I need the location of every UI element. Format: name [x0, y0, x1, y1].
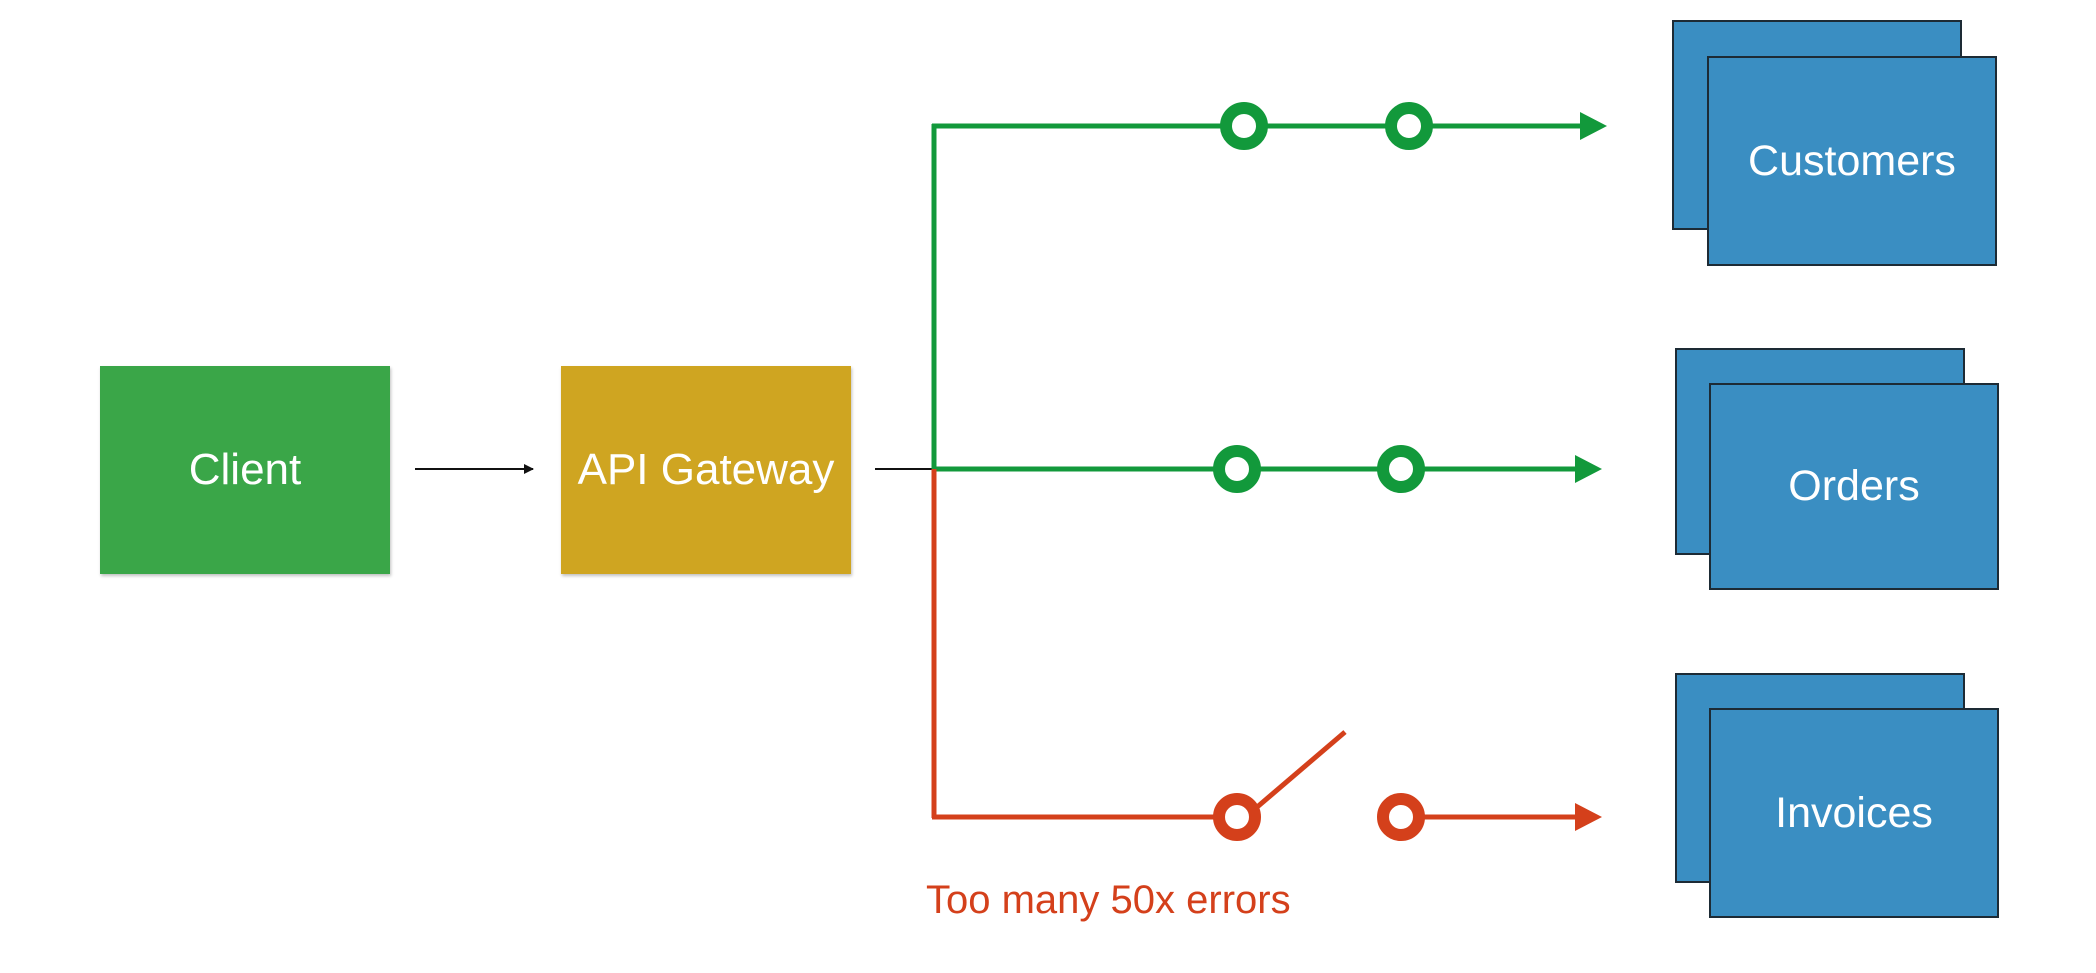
orders-arrowhead — [1575, 455, 1602, 483]
api-gateway-label: API Gateway — [577, 445, 835, 494]
api-gateway-node: API Gateway — [561, 366, 851, 574]
customers-arrowhead — [1580, 112, 1607, 140]
orders-label: Orders — [1788, 462, 1920, 510]
orders-node: Orders — [1709, 383, 1999, 590]
customers-label: Customers — [1748, 136, 1956, 185]
customers-breaker-contact-2 — [1385, 102, 1433, 150]
client-node: Client — [100, 366, 390, 574]
customers-node: Customers — [1707, 56, 1997, 266]
open-breaker-lever — [1254, 730, 1347, 810]
orders-breaker-contact-2 — [1377, 445, 1425, 493]
invoices-label: Invoices — [1775, 788, 1933, 837]
error-annotation: Too many 50x errors — [926, 878, 1291, 922]
invoices-node: Invoices — [1709, 708, 1999, 918]
customers-breaker-contact-1 — [1220, 102, 1268, 150]
invoices-arrowhead — [1575, 803, 1602, 831]
client-label: Client — [188, 445, 302, 494]
orders-breaker-contact-1 — [1213, 445, 1261, 493]
invoices-breaker-contact-2 — [1377, 793, 1425, 841]
invoices-breaker-contact-1 — [1213, 793, 1261, 841]
